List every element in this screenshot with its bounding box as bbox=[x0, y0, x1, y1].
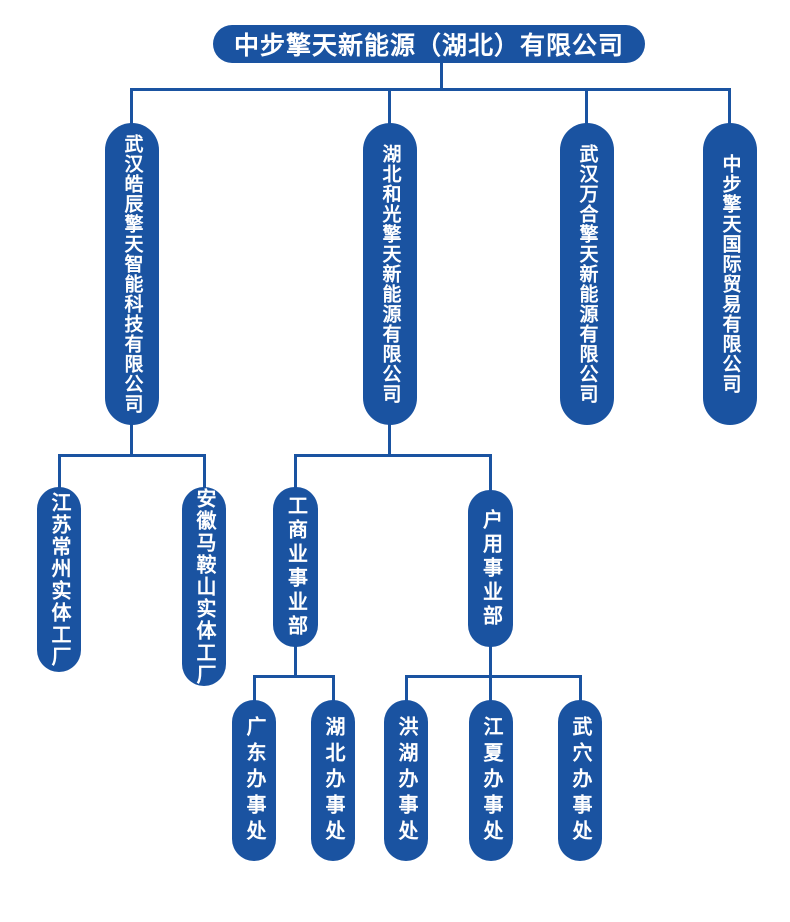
connector-res-office-drop-1 bbox=[405, 675, 408, 701]
factory-label: 江苏常州实体工厂 bbox=[48, 491, 70, 668]
office-label: 洪湖办事处 bbox=[395, 715, 417, 846]
connector-haochen-stem bbox=[130, 424, 133, 456]
office-pill-guangdong: 广东办事处 bbox=[232, 700, 276, 861]
factory-pill-jiangsu-changzhou: 江苏常州实体工厂 bbox=[37, 487, 81, 672]
connector-level2-drop-1 bbox=[130, 88, 133, 124]
division-label: 户用事业部 bbox=[479, 508, 502, 629]
office-pill-jiangxia: 江夏办事处 bbox=[469, 700, 513, 861]
connector-level2-drop-4 bbox=[728, 88, 731, 124]
connector-factory-drop-1 bbox=[58, 454, 61, 488]
connector-division-drop-1 bbox=[294, 454, 297, 488]
root-company-box: 中步擎天新能源（湖北）有限公司 bbox=[213, 25, 645, 63]
factory-label: 安徽马鞍山实体工厂 bbox=[193, 487, 215, 686]
subsidiary-pill-international-trade: 中步擎天国际贸易有限公司 bbox=[703, 123, 757, 425]
division-pill-commercial-industrial: 工商业事业部 bbox=[273, 487, 318, 647]
office-label: 湖北办事处 bbox=[322, 715, 344, 846]
subsidiary-pill-wuhan-haochen: 武汉皓辰擎天智能科技有限公司 bbox=[105, 123, 159, 425]
root-company-label: 中步擎天新能源（湖北）有限公司 bbox=[233, 32, 624, 60]
connector-factory-drop-2 bbox=[203, 454, 206, 488]
connector-res-office-drop-3 bbox=[579, 675, 582, 701]
connector-division-drop-2 bbox=[489, 454, 492, 491]
connector-res-office-drop-2 bbox=[489, 675, 492, 701]
connector-ci-office-drop-1 bbox=[253, 675, 256, 701]
subsidiary-label: 武汉皓辰擎天智能科技有限公司 bbox=[121, 134, 143, 414]
connector-level2-bar bbox=[130, 88, 730, 91]
office-pill-hubei: 湖北办事处 bbox=[311, 700, 355, 861]
office-label: 武穴办事处 bbox=[569, 715, 591, 846]
factory-pill-anhui-maanshan: 安徽马鞍山实体工厂 bbox=[182, 487, 226, 686]
connector-ci-office-drop-2 bbox=[332, 675, 335, 701]
office-pill-wuxue: 武穴办事处 bbox=[558, 700, 602, 861]
connector-ci-offices-bar bbox=[253, 675, 334, 678]
connector-heguang-stem bbox=[388, 424, 391, 456]
subsidiary-pill-wuhan-wanhe: 武汉万合擎天新能源有限公司 bbox=[560, 123, 614, 425]
connector-res-stem bbox=[489, 645, 492, 677]
division-pill-residential: 户用事业部 bbox=[468, 490, 513, 647]
connector-divisions-bar bbox=[294, 454, 492, 457]
office-label: 广东办事处 bbox=[243, 715, 265, 846]
connector-factories-bar bbox=[58, 454, 206, 457]
office-pill-honghu: 洪湖办事处 bbox=[384, 700, 428, 861]
division-label: 工商业事业部 bbox=[284, 495, 307, 639]
connector-root-stem bbox=[440, 61, 443, 90]
subsidiary-label: 中步擎天国际贸易有限公司 bbox=[719, 154, 741, 394]
office-label: 江夏办事处 bbox=[480, 715, 502, 846]
connector-res-offices-bar bbox=[405, 675, 582, 678]
subsidiary-label: 武汉万合擎天新能源有限公司 bbox=[576, 144, 598, 404]
subsidiary-pill-hubei-heguang: 湖北和光擎天新能源有限公司 bbox=[363, 123, 417, 425]
connector-level2-drop-2 bbox=[388, 88, 391, 124]
subsidiary-label: 湖北和光擎天新能源有限公司 bbox=[379, 144, 401, 404]
connector-ci-stem bbox=[294, 645, 297, 677]
connector-level2-drop-3 bbox=[585, 88, 588, 124]
